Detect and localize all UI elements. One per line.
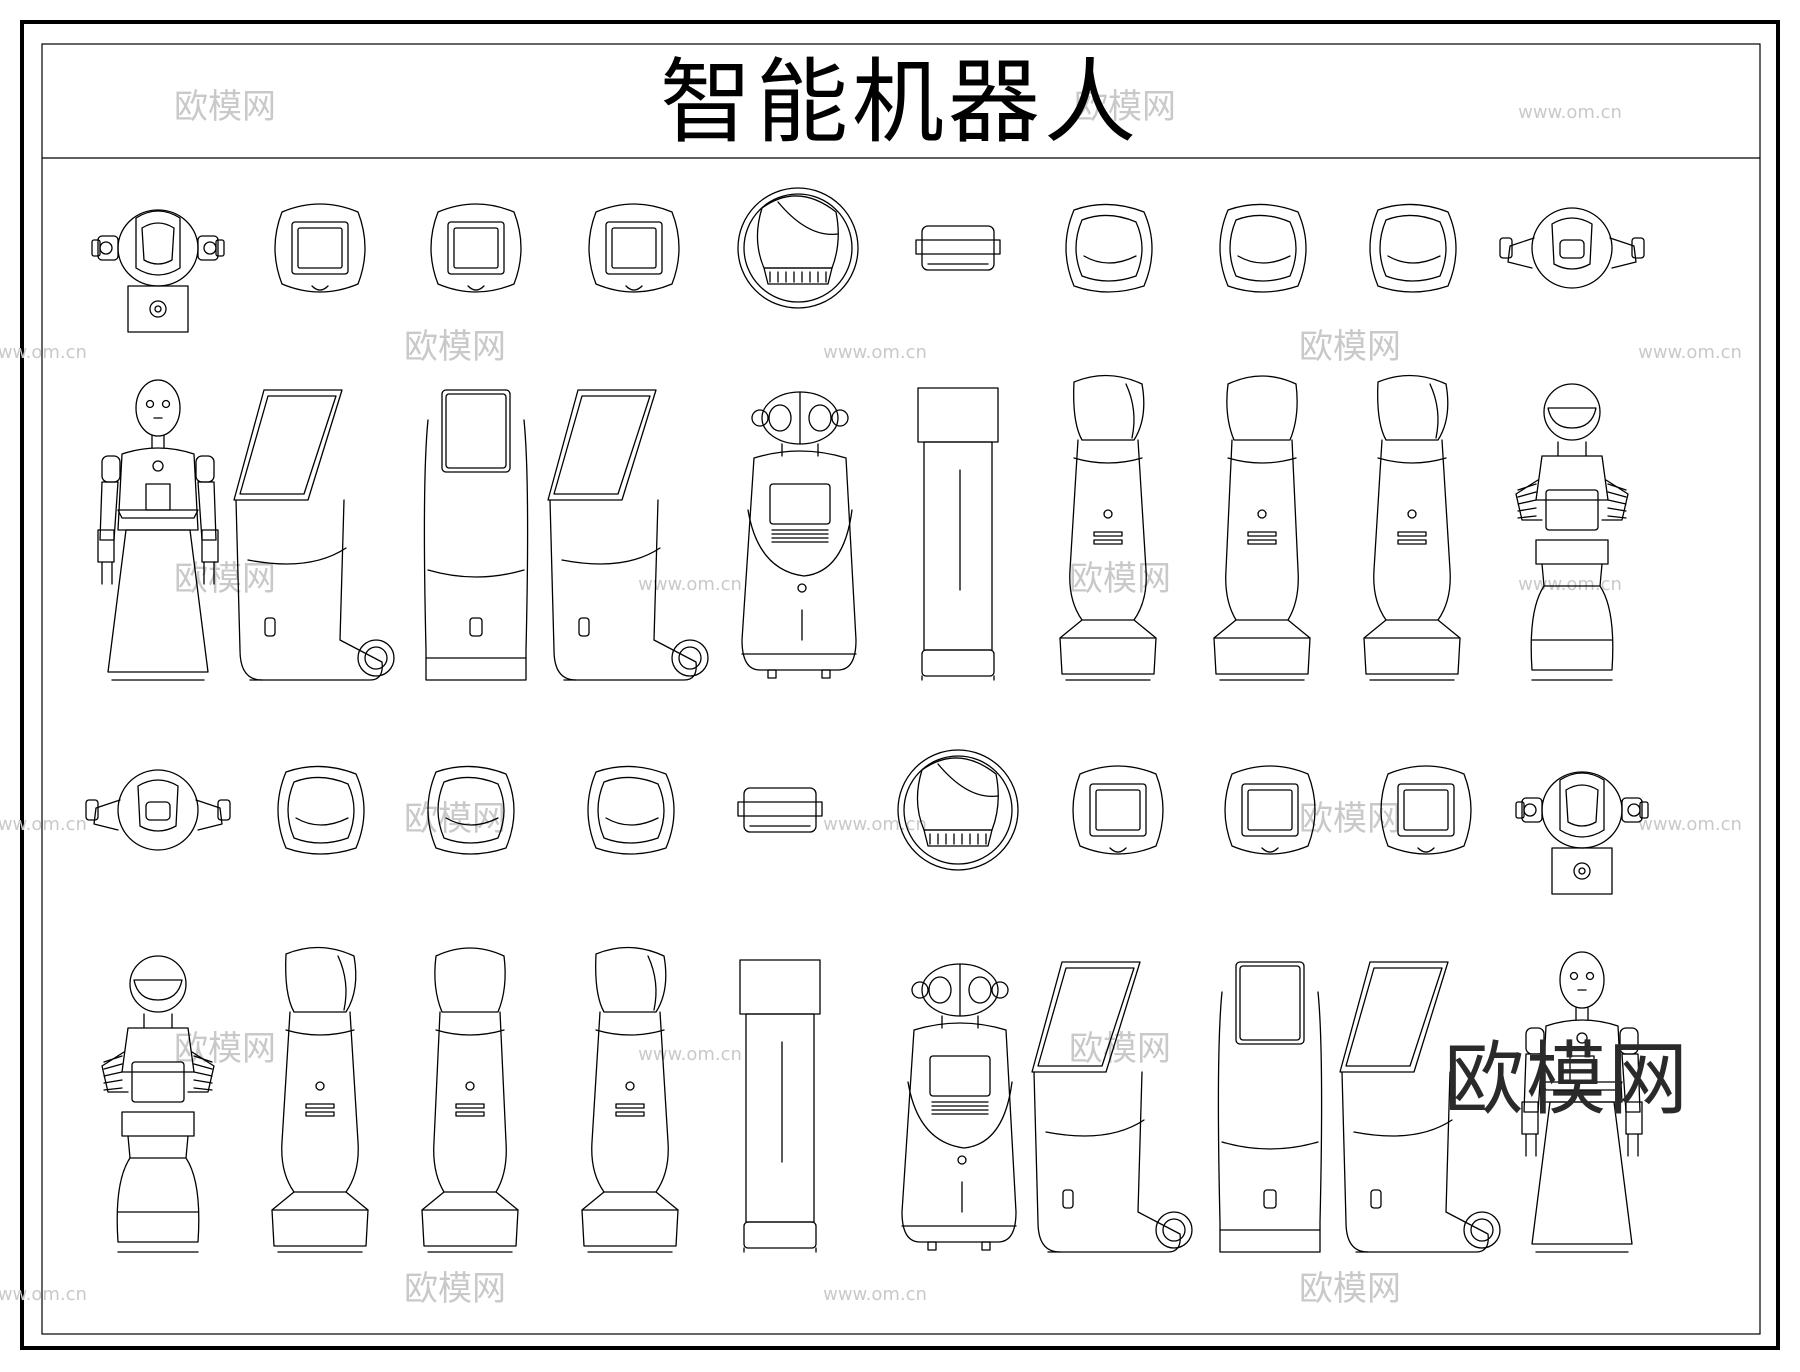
robot-a-top-symbol [91,209,225,333]
watermark-text: www.om.cn [638,1044,742,1065]
kiosk-top-symbol [274,203,366,293]
watermark-text: www.om.cn [1638,814,1742,835]
robot-b-front-symbol [901,963,1017,1251]
watermark-text: www.om.cn [1518,102,1622,123]
watermark-text: www.om.cn [1638,342,1742,363]
round-top-symbol [1369,203,1457,293]
watermark-text: 欧模网 [1299,1269,1401,1309]
robot-a-front-symbol [97,379,219,681]
robot-c-front-symbol [1515,383,1629,681]
inner-frame [41,43,1761,1335]
round-top-symbol [1065,203,1153,293]
round-top-symbol [587,765,675,855]
stand-front-symbol [739,959,821,1253]
watermark-text: www.om.cn [0,342,87,363]
robot-a-top-symbol [1515,771,1649,895]
robot-c-top-symbol [85,769,231,851]
watermark-text: 欧模网 [404,799,506,839]
watermark-text: 欧模网 [174,559,276,599]
watermark-text: 欧模网 [404,327,506,367]
watermark-text: www.om.cn [0,1284,87,1305]
kiosk-top-symbol [1224,765,1316,855]
watermark-text: www.om.cn [823,1284,927,1305]
brand-watermark: 欧模网 [1444,1033,1690,1126]
stand-top-symbol [737,787,823,833]
round-top-symbol [1219,203,1307,293]
robot-b-top-symbol [897,749,1019,871]
kiosk-side-symbol [233,389,395,681]
kiosk-top-symbol [430,203,522,293]
watermark-text: www.om.cn [823,814,927,835]
robot-a-front-symbol [1521,951,1643,1253]
watermark-text: 欧模网 [1069,1029,1171,1069]
kiosk-front-symbol [423,389,529,681]
robot-c-top-symbol [1499,207,1645,289]
round-front-symbol [421,947,519,1253]
round-side-symbol [581,946,679,1253]
kiosk-front-symbol [1217,961,1323,1253]
watermark-text: 欧模网 [1069,559,1171,599]
round-side-symbol [1059,374,1157,681]
round-side-symbol [1363,374,1461,681]
robot-symbols [85,187,1649,1253]
watermark-text: 欧模网 [1299,327,1401,367]
robot-c-front-symbol [101,955,215,1253]
outer-frame [20,20,1780,1350]
kiosk-side-symbol [547,389,709,681]
watermark-text: 欧模网 [1074,87,1176,127]
sheet-title: 智能机器人 [659,49,1140,156]
watermark-layer: 欧模网欧模网www.om.cnwww.om.cn欧模网www.om.cn欧模网w… [0,87,1742,1309]
round-side-symbol [271,946,369,1253]
round-front-symbol [1213,375,1311,681]
watermark-text: www.om.cn [638,574,742,595]
watermark-text: 欧模网 [404,1269,506,1309]
round-top-symbol [427,765,515,855]
kiosk-side-symbol [1031,961,1193,1253]
kiosk-top-symbol [1072,765,1164,855]
watermark-text: 欧模网 [174,87,276,127]
watermark-text: www.om.cn [1518,574,1622,595]
robot-b-top-symbol [737,187,859,309]
stand-front-symbol [917,387,999,681]
stand-top-symbol [915,225,1001,271]
robot-b-front-symbol [741,391,857,679]
round-top-symbol [277,765,365,855]
watermark-text: www.om.cn [823,342,927,363]
kiosk-top-symbol [1380,765,1472,855]
watermark-text: www.om.cn [0,814,87,835]
kiosk-top-symbol [588,203,680,293]
kiosk-side-symbol [1339,961,1501,1253]
